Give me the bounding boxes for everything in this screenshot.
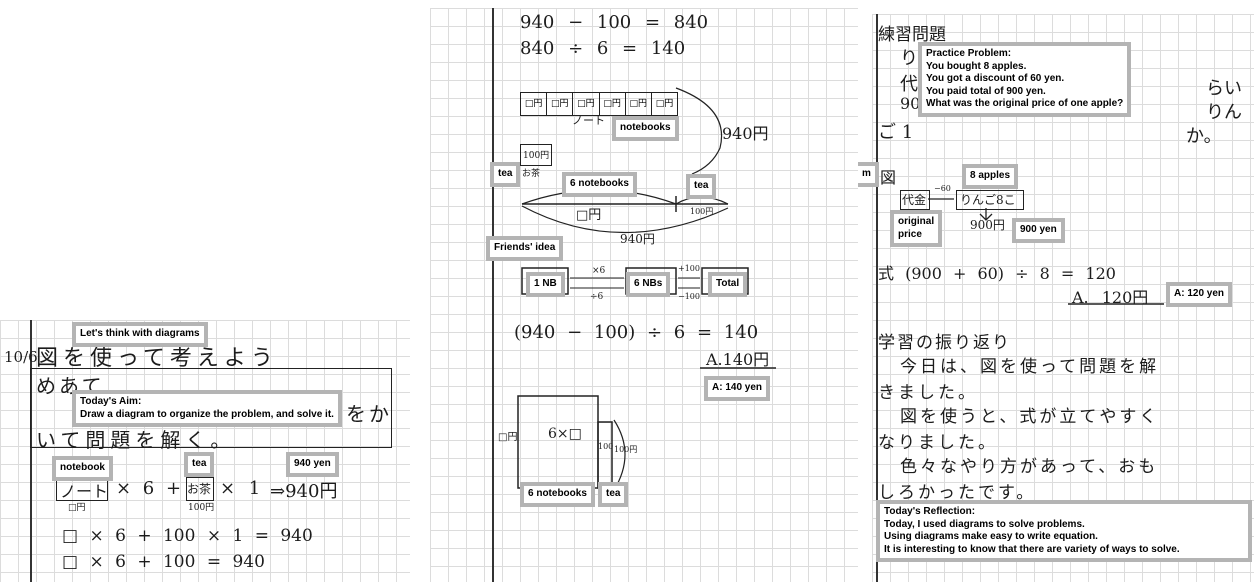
practice-line-2: You got a discount of 60 yen. bbox=[926, 73, 1123, 86]
practice-title: Practice Problem: bbox=[926, 48, 1123, 61]
down-arrow bbox=[980, 208, 992, 220]
label-6-notebooks: 6 notebooks bbox=[562, 172, 637, 197]
tea-word: お茶 bbox=[187, 480, 211, 497]
label-900-yen: 900 yen bbox=[1012, 218, 1065, 243]
date: 10/6 bbox=[4, 348, 38, 366]
label-1-nb: 1 NB bbox=[526, 272, 565, 297]
label-notebook: notebook bbox=[52, 456, 113, 481]
label-todays-reflection: Today's Reflection: Today, I used diagra… bbox=[876, 500, 1252, 562]
label-original-price: original price bbox=[890, 210, 942, 247]
label-practice-problem: Practice Problem: You bought 8 apples. Y… bbox=[918, 42, 1131, 117]
label-8-apples: 8 apples bbox=[962, 164, 1018, 189]
aim-text: Draw a diagram to organize the problem, … bbox=[80, 409, 334, 422]
original-line-2: price bbox=[898, 229, 934, 242]
label-tea-2: tea bbox=[686, 174, 716, 199]
label-notebooks: notebooks bbox=[612, 116, 679, 141]
aim-ending: をか bbox=[346, 398, 392, 427]
label-tea: tea bbox=[184, 452, 214, 477]
practice-line-1: You bought 8 apples. bbox=[926, 61, 1123, 74]
reflection-en-3: It is interesting to know that there are… bbox=[884, 544, 1244, 557]
notebook-word: ノート bbox=[60, 478, 108, 502]
left-notebook-page: 10/6 図を使って考えよう めあて をか いて問題を解く。 ノート □円 × … bbox=[0, 320, 410, 582]
equation-2: □ × 6 + 100 = 940 bbox=[62, 552, 265, 572]
label-think-with-diagrams: Let's think with diagrams bbox=[72, 322, 208, 347]
label-940-yen: 940 yen bbox=[286, 452, 339, 477]
label-friends-idea: Friends' idea bbox=[486, 236, 563, 261]
brace-940 bbox=[676, 88, 722, 174]
area-brace bbox=[614, 420, 625, 490]
original-line-1: original bbox=[898, 216, 934, 229]
reflection-title: Today's Reflection: bbox=[884, 506, 1244, 519]
label-m-edge: m bbox=[858, 162, 879, 187]
area-rect-big bbox=[518, 396, 598, 488]
label-answer-120: A: 120 yen bbox=[1166, 282, 1232, 307]
label-total: Total bbox=[708, 272, 747, 297]
aim-line-2: いて問題を解く。 bbox=[36, 424, 235, 453]
label-answer-140: A: 140 yen bbox=[704, 376, 770, 401]
reflection-en-1: Today, I used diagrams to solve problems… bbox=[884, 519, 1244, 532]
result: ⇒940円 bbox=[270, 477, 337, 503]
equation-1: □ × 6 + 100 × 1 = 940 bbox=[62, 526, 313, 546]
times-one: × 1 bbox=[220, 478, 260, 499]
aim-title: Today's Aim: bbox=[80, 396, 334, 409]
label-todays-aim: Today's Aim: Draw a diagram to organize … bbox=[72, 390, 342, 427]
tape-bottom-arc bbox=[522, 206, 728, 233]
label-6-nbs: 6 NBs bbox=[626, 272, 670, 297]
practice-line-4: What was the original price of one apple… bbox=[926, 98, 1123, 111]
area-rect-small bbox=[598, 422, 612, 488]
reflection-en-2: Using diagrams make easy to write equati… bbox=[884, 531, 1244, 544]
label-6-notebooks-2: 6 notebooks bbox=[520, 482, 595, 507]
times-six: × 6 + bbox=[116, 478, 181, 499]
label-tea-1: tea bbox=[490, 162, 520, 187]
hundred-yen: 100円 bbox=[188, 500, 214, 513]
practice-line-3: You paid total of 900 yen. bbox=[926, 86, 1123, 99]
square-yen: □円 bbox=[68, 500, 86, 513]
label-tea-3: tea bbox=[598, 482, 628, 507]
